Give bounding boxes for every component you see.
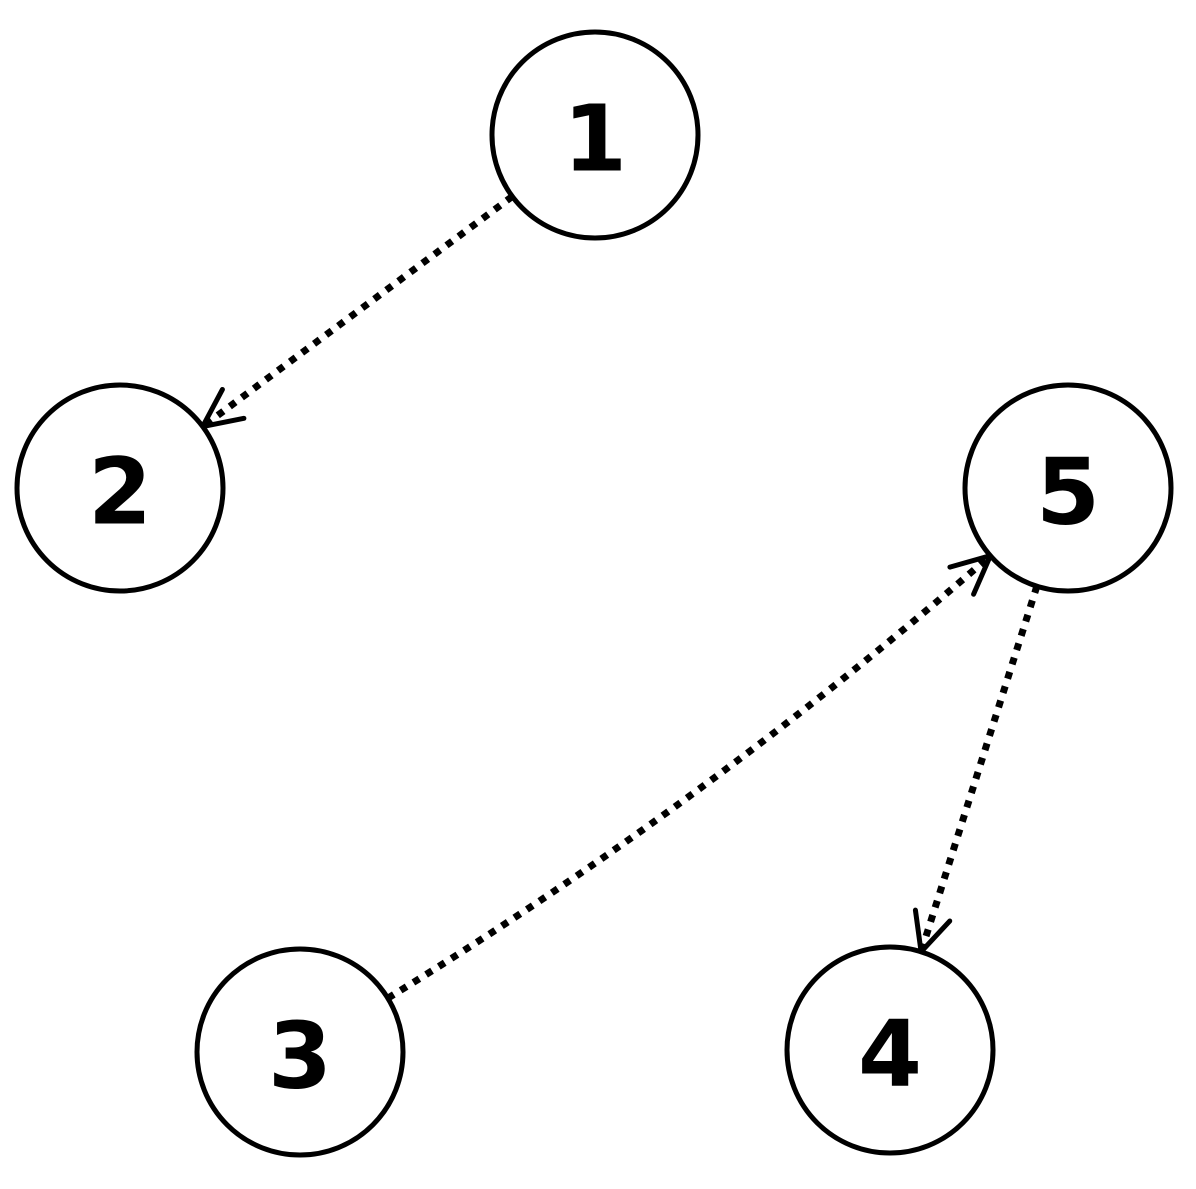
node-5: 5	[962, 382, 1174, 594]
nodes-layer: 1 2 3 4 5	[14, 29, 1174, 1158]
node-label: 5	[1036, 439, 1100, 546]
edge-3-to-5	[385, 553, 993, 1002]
node-label: 4	[858, 1001, 922, 1108]
node-label: 1	[563, 86, 627, 193]
node-1: 1	[489, 29, 701, 241]
node-circle	[962, 382, 1174, 594]
edges-layer	[200, 193, 1041, 1002]
node-3: 3	[194, 946, 406, 1158]
node-label: 3	[268, 1003, 332, 1110]
node-circle	[784, 944, 996, 1156]
node-4: 4	[784, 944, 996, 1156]
edge-line	[200, 193, 515, 430]
edge-1-to-2	[200, 193, 515, 430]
node-2: 2	[14, 382, 226, 594]
node-label: 2	[88, 439, 152, 546]
node-circle	[14, 382, 226, 594]
edge-line	[385, 553, 993, 1002]
edge-5-to-4	[912, 585, 1041, 955]
node-circle	[489, 29, 701, 241]
node-circle	[194, 946, 406, 1158]
edge-line	[917, 585, 1041, 953]
